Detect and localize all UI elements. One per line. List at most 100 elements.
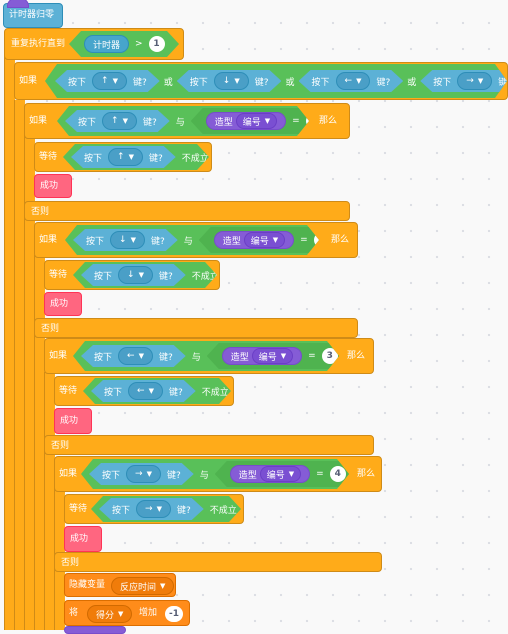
if-right-block[interactable]: 如果 按下 →▼ 键? 与 造型 编号▼ = 4 那么	[54, 456, 382, 492]
outer-if-block[interactable]: 如果 按下 ↑▼ 键? 或 按下 ↓▼ 键? 或 按下 ←▼ 键? 或 按下 →	[14, 62, 508, 100]
timer-reset-block[interactable]: 计时器归零	[3, 0, 63, 28]
or-chain-operator[interactable]: 按下 ↑▼ 键? 或 按下 ↓▼ 键? 或 按下 ←▼ 键? 或 按下 →▼ 键…	[45, 64, 507, 98]
wait-until-down-block[interactable]: 等待 按下 ↓▼ 键? 不成立	[44, 260, 220, 290]
and-label: 与	[191, 352, 201, 363]
wait-label: 等待	[39, 152, 58, 162]
else-block[interactable]: 否则	[34, 318, 358, 338]
costume-value-input[interactable]: 3	[322, 348, 338, 364]
repeat-rail	[4, 52, 15, 630]
or-label-3: 或	[407, 77, 417, 88]
greater-than-symbol: >	[135, 39, 143, 49]
not-operator[interactable]: 按下 ↑▼ 键? 不成立	[63, 144, 209, 170]
key-left-pressed[interactable]: 按下 ←▼ 键?	[81, 345, 186, 367]
else-block[interactable]: 否则	[54, 552, 382, 572]
then-label: 那么	[319, 116, 338, 126]
key-up-pressed[interactable]: 按下 ↑▼ 键?	[55, 70, 160, 92]
timer-reporter[interactable]: 计时器	[84, 35, 129, 53]
then-label: 那么	[347, 351, 366, 361]
hat-cap	[7, 0, 29, 8]
wait-until-left-block[interactable]: 等待 按下 ←▼ 键? 不成立	[54, 376, 234, 406]
key-up-pressed[interactable]: 按下 ↑▼ 键?	[65, 110, 170, 132]
not-operator[interactable]: 按下 ←▼ 键? 不成立	[83, 378, 231, 404]
then-label: 那么	[331, 235, 350, 245]
if-down-block[interactable]: 如果 按下 ↓▼ 键? 与 造型 编号▼ = 2 那么	[34, 222, 358, 258]
costume-number-dropdown[interactable]: 编号▼	[260, 466, 301, 482]
costume-reporter[interactable]: 造型 编号▼	[230, 465, 310, 483]
key-dropdown-right[interactable]: →▼	[136, 500, 171, 518]
success-block[interactable]: 成功	[34, 174, 72, 198]
and-operator[interactable]: 按下 →▼ 键? 与 造型 编号▼ = 4	[81, 459, 349, 489]
costume-value-input[interactable]: 4	[330, 466, 346, 482]
repeat-until-label: 重复执行直到	[11, 39, 66, 49]
repeat-value-input[interactable]: 1	[149, 36, 165, 52]
costume-number-dropdown[interactable]: 编号▼	[244, 232, 285, 248]
equals-operator[interactable]: 造型 编号▼ = 2	[199, 227, 345, 253]
and-label: 与	[199, 470, 209, 481]
key-down-pressed[interactable]: 按下 ↓▼ 键?	[177, 70, 282, 92]
key-right-pressed[interactable]: 按下 →▼ 键?	[99, 498, 204, 520]
key-dropdown-up[interactable]: ↑▼	[108, 148, 143, 166]
and-operator[interactable]: 按下 ←▼ 键? 与 造型 编号▼ = 3	[73, 341, 339, 371]
costume-number-dropdown[interactable]: 编号▼	[236, 113, 277, 129]
key-right-pressed[interactable]: 按下 →▼ 键?	[420, 70, 508, 92]
key-dropdown-down[interactable]: ↓▼	[110, 231, 145, 249]
success-block[interactable]: 成功	[44, 292, 82, 316]
not-operator[interactable]: 按下 →▼ 键? 不成立	[91, 496, 241, 522]
next-block-partial[interactable]	[64, 626, 126, 634]
greater-than-operator[interactable]: 计时器 > 1	[69, 31, 179, 57]
else-block[interactable]: 否则	[24, 201, 350, 221]
key-dropdown-right[interactable]: →▼	[126, 465, 161, 483]
hide-variable-label: 隐藏变量	[69, 580, 106, 590]
change-variable-block[interactable]: 将 得分▼ 增加 -1	[64, 600, 190, 626]
not-hold-label: 不成立	[209, 505, 237, 516]
costume-reporter[interactable]: 造型 编号▼	[214, 231, 294, 249]
if-up-block[interactable]: 如果 按下 ↑▼ 键? 与 造型 编号▼ = 1 那么	[24, 103, 350, 139]
change-by-label: 增加	[139, 608, 158, 618]
if-label: 如果	[39, 235, 58, 245]
key-dropdown-left[interactable]: ←▼	[336, 72, 371, 90]
key-dropdown-right[interactable]: →▼	[457, 72, 492, 90]
key-left-pressed[interactable]: 按下 ←▼ 键?	[299, 70, 404, 92]
key-dropdown-down[interactable]: ↓▼	[214, 72, 249, 90]
change-value-input[interactable]: -1	[165, 606, 183, 622]
key-right-pressed[interactable]: 按下 →▼ 键?	[89, 463, 194, 485]
and-operator[interactable]: 按下 ↓▼ 键? 与 造型 编号▼ = 2	[65, 225, 319, 255]
costume-reporter[interactable]: 造型 编号▼	[222, 347, 302, 365]
else-block[interactable]: 否则	[44, 435, 374, 455]
hide-variable-block[interactable]: 隐藏变量 反应时间▼	[64, 573, 176, 597]
key-dropdown-up[interactable]: ↑▼	[102, 112, 137, 130]
success-block[interactable]: 成功	[64, 526, 102, 552]
wait-until-up-block[interactable]: 等待 按下 ↑▼ 键? 不成立	[34, 142, 212, 172]
key-down-pressed[interactable]: 按下 ↓▼ 键?	[73, 229, 178, 251]
not-hold-label: 不成立	[191, 271, 219, 282]
wait-label: 等待	[69, 504, 88, 514]
key-dropdown-left[interactable]: ←▼	[118, 347, 153, 365]
repeat-until-block[interactable]: 重复执行直到 计时器 > 1	[4, 28, 184, 60]
equals-operator[interactable]: 造型 编号▼ = 3	[207, 343, 353, 369]
equals-operator[interactable]: 造型 编号▼ = 4	[215, 461, 361, 487]
outer-if-label: 如果	[19, 76, 38, 86]
then-label: 那么	[357, 469, 376, 479]
costume-reporter[interactable]: 造型 编号▼	[206, 112, 286, 130]
key-dropdown-down[interactable]: ↓▼	[118, 266, 153, 284]
if-left-block[interactable]: 如果 按下 ←▼ 键? 与 造型 编号▼ = 3 那么	[44, 338, 374, 374]
if-label: 如果	[49, 351, 68, 361]
wait-until-right-block[interactable]: 等待 按下 →▼ 键? 不成立	[64, 494, 244, 524]
key-dropdown-up[interactable]: ↑▼	[92, 72, 127, 90]
costume-number-dropdown[interactable]: 编号▼	[252, 348, 293, 364]
success-block[interactable]: 成功	[54, 408, 92, 434]
score-variable-dropdown[interactable]: 得分▼	[87, 605, 133, 623]
key-down-pressed[interactable]: 按下 ↓▼ 键?	[81, 264, 186, 286]
equals-operator[interactable]: 造型 编号▼ = 1	[191, 108, 337, 134]
if1-rail	[24, 135, 35, 630]
if-label: 如果	[59, 469, 78, 479]
key-left-pressed[interactable]: 按下 ←▼ 键?	[91, 380, 196, 402]
variable-dropdown[interactable]: 反应时间▼	[111, 577, 175, 595]
key-dropdown-left[interactable]: ←▼	[128, 382, 163, 400]
not-operator[interactable]: 按下 ↓▼ 键? 不成立	[73, 262, 217, 288]
key-up-pressed[interactable]: 按下 ↑▼ 键?	[71, 146, 176, 168]
and-operator[interactable]: 按下 ↑▼ 键? 与 造型 编号▼ = 1	[57, 106, 309, 136]
outer-if-rail	[14, 100, 25, 630]
costume-value-input[interactable]: 2	[314, 232, 330, 248]
